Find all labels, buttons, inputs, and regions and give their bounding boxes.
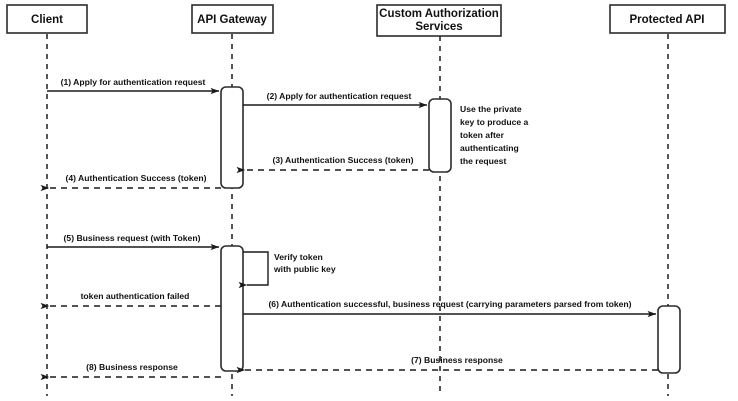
activation-bars bbox=[220, 86, 681, 374]
activation-gateway-auth[interactable] bbox=[220, 86, 244, 189]
message-m4[interactable]: (4) Authentication Success (token) bbox=[40, 173, 221, 192]
message-m2[interactable]: (2) Apply for authentication request bbox=[243, 91, 428, 109]
participant-label-protected: Protected API bbox=[630, 14, 705, 26]
note-private-key: Use the private key to produce a token a… bbox=[460, 104, 529, 166]
participant-box-authsvc[interactable] bbox=[376, 4, 502, 37]
message-label-m3: (3) Authentication Success (token) bbox=[272, 155, 413, 165]
activation-authsvc[interactable] bbox=[428, 98, 452, 173]
participant-authsvc[interactable]: Custom Authorization Services bbox=[376, 4, 502, 37]
message-m7[interactable]: (7) Business response bbox=[236, 355, 658, 374]
activation-protected[interactable] bbox=[657, 305, 681, 374]
note-line-2: key to produce a bbox=[460, 117, 529, 127]
message-token-auth-failed[interactable]: token authentication failed bbox=[40, 291, 221, 310]
participant-label-authsvc-line1: Custom Authorization bbox=[379, 8, 499, 20]
message-label-m6: (6) Authentication successful, business … bbox=[268, 299, 631, 309]
activation-gateway-business[interactable] bbox=[220, 245, 244, 372]
note-line-5: the request bbox=[460, 156, 506, 166]
message-label-token-auth-failed: token authentication failed bbox=[81, 291, 190, 301]
message-m6[interactable]: (6) Authentication successful, business … bbox=[243, 299, 657, 318]
participant-protected[interactable]: Protected API bbox=[609, 4, 726, 34]
message-m5[interactable]: (5) Business request (with Token) bbox=[47, 233, 220, 251]
participant-label-gateway: API Gateway bbox=[197, 14, 267, 26]
self-message-verify-token[interactable]: Verify token with public key bbox=[238, 251, 336, 289]
message-label-m1: (1) Apply for authentication request bbox=[61, 77, 206, 87]
participant-gateway[interactable]: API Gateway bbox=[191, 4, 274, 34]
note-line-4: authenticating bbox=[460, 143, 519, 153]
participant-client[interactable]: Client bbox=[6, 4, 88, 34]
participant-label-authsvc-line2: Services bbox=[415, 21, 462, 33]
message-label-m2: (2) Apply for authentication request bbox=[267, 91, 412, 101]
message-label-m7: (7) Business response bbox=[411, 355, 503, 365]
note-line-3: token after bbox=[460, 130, 505, 140]
participant-label-client: Client bbox=[31, 14, 63, 26]
message-label-m5: (5) Business request (with Token) bbox=[64, 233, 201, 243]
message-m1[interactable]: (1) Apply for authentication request bbox=[47, 77, 220, 95]
participant-box-client[interactable] bbox=[6, 4, 88, 34]
participant-box-gateway[interactable] bbox=[191, 4, 274, 34]
message-label-m4: (4) Authentication Success (token) bbox=[65, 173, 206, 183]
message-m8[interactable]: (8) Business response bbox=[40, 362, 221, 381]
message-m3[interactable]: (3) Authentication Success (token) bbox=[236, 155, 429, 174]
self-message-label-line2: with public key bbox=[273, 264, 336, 274]
participant-box-protected[interactable] bbox=[609, 4, 726, 34]
self-message-label-line1: Verify token bbox=[274, 252, 323, 262]
lifeline-lines bbox=[46, 34, 669, 396]
message-label-m8: (8) Business response bbox=[86, 362, 178, 372]
self-message-arrow[interactable] bbox=[238, 251, 269, 289]
note-line-1: Use the private bbox=[460, 104, 522, 114]
